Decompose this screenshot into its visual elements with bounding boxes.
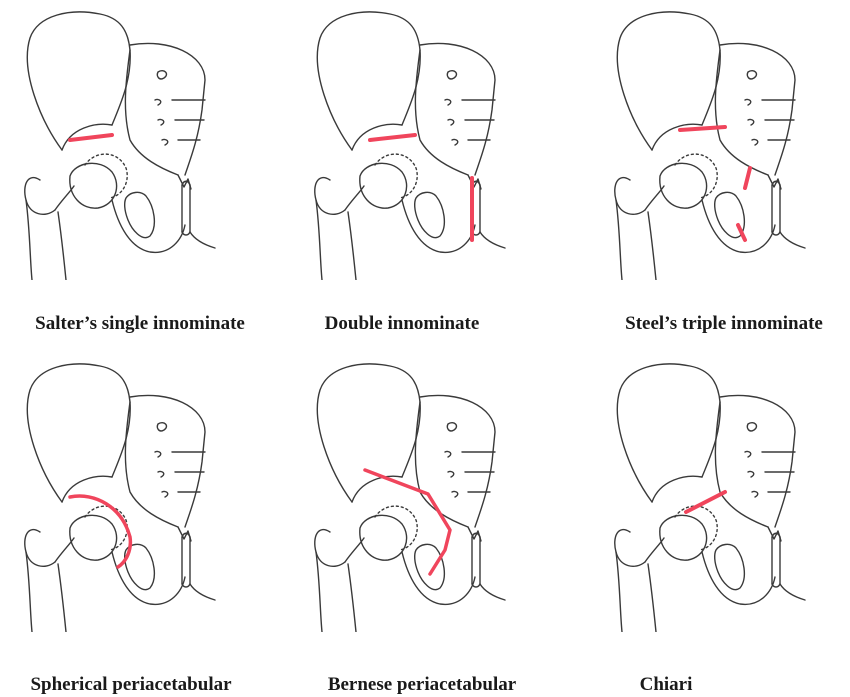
pelvis-illustration xyxy=(614,363,806,632)
osteotomy-cut-ilium xyxy=(678,125,727,132)
panel-caption: Chiari xyxy=(639,674,693,695)
osteotomy-cut-ilium xyxy=(68,133,114,142)
panel-caption: Spherical periacetabular xyxy=(30,674,232,695)
pelvis-illustration xyxy=(24,363,216,632)
pelvis-illustration xyxy=(314,363,506,632)
osteotomy-cut-ilium xyxy=(368,133,417,142)
panel-caption: Steel’s triple innominate xyxy=(625,313,823,334)
panel-bernese: Bernese periacetabular xyxy=(290,352,560,695)
osteotomy-cut-spherical xyxy=(68,494,133,569)
panel-caption: Salter’s single innominate xyxy=(35,313,245,334)
panel-spherical: Spherical periacetabular xyxy=(0,352,270,695)
panel-caption: Bernese periacetabular xyxy=(327,674,517,695)
panel-salter: Salter’s single innominate xyxy=(0,0,270,340)
panel-chiari: Chiari xyxy=(590,352,850,695)
panel-caption: Double innominate xyxy=(324,313,480,334)
osteotomy-cut-bernese xyxy=(363,468,452,576)
panel-steel: Steel’s triple innominate xyxy=(590,0,850,340)
osteotomy-cut-chiari xyxy=(684,490,727,514)
pelvis-illustration xyxy=(314,11,506,280)
pelvis-illustration xyxy=(24,11,216,280)
pelvis-illustration xyxy=(614,11,806,280)
panel-double: Double innominate xyxy=(290,0,560,340)
osteotomy-cut-pubis xyxy=(743,166,752,190)
osteotomy-cut-ischium xyxy=(736,223,747,242)
